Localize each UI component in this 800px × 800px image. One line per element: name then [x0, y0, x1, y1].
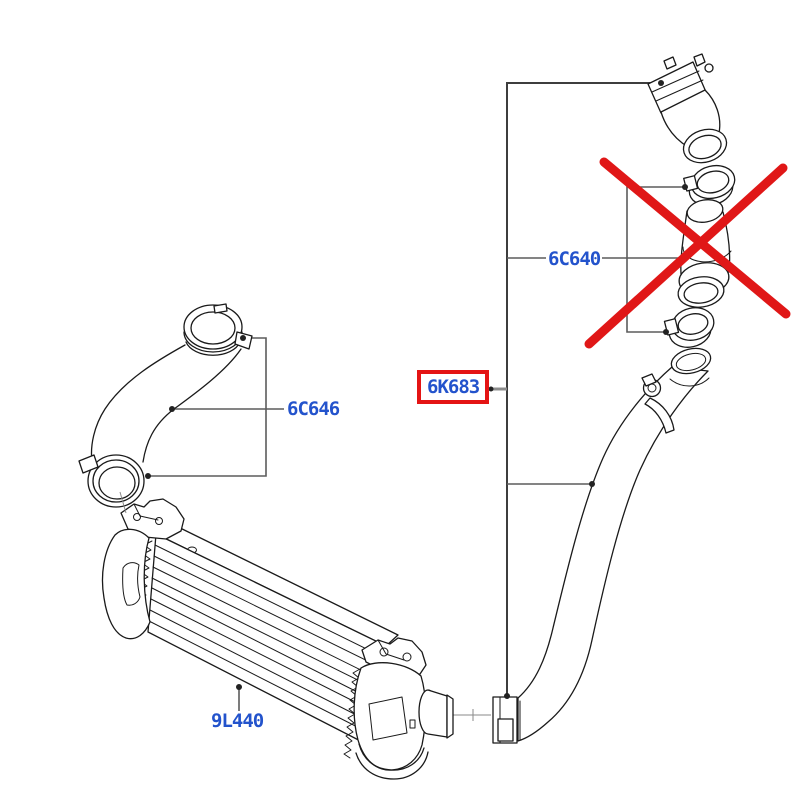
part-label-6c640[interactable]: 6C640 — [546, 248, 603, 270]
intercooler-right-tank — [353, 662, 427, 771]
red-x-icon — [584, 157, 791, 349]
intercooler-left-tank — [101, 528, 151, 640]
hose-6k683-drawing — [492, 347, 712, 744]
crossed-hose-6c640-drawing — [663, 164, 736, 348]
callout-dots — [145, 80, 688, 699]
worm-clamp-band — [644, 397, 675, 434]
upper-hose-drawing — [647, 53, 728, 164]
intercooler-drawing — [101, 498, 454, 780]
part-label-6k683[interactable]: 6K683 — [427, 376, 480, 398]
intercooler-tubes — [148, 544, 386, 739]
selected-part-box[interactable]: 6K683 — [417, 370, 490, 404]
part-label-6c646[interactable]: 6C646 — [285, 398, 342, 420]
hose-6c646-drawing — [78, 303, 253, 514]
part-label-9l440[interactable]: 9L440 — [209, 710, 266, 732]
callout-lines — [150, 82, 684, 721]
